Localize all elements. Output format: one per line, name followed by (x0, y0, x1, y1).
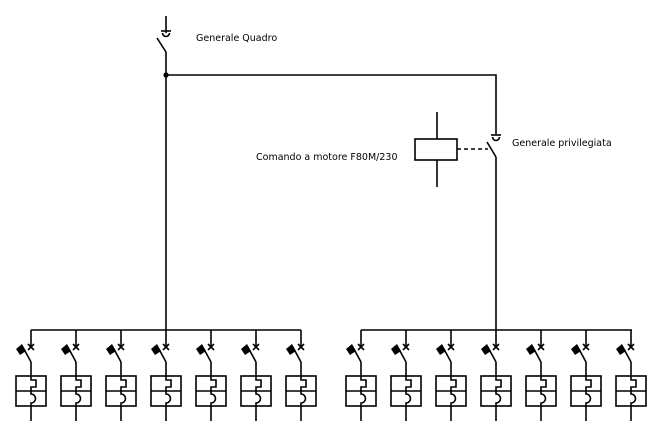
breaker-actuator-icon (571, 344, 581, 355)
breaker-actuator-icon (16, 344, 26, 355)
thermal-trip-icon (495, 376, 502, 391)
magnetic-trip-icon (255, 391, 262, 406)
main-switch-label: Generale Quadro (196, 33, 277, 44)
breaker-actuator-icon (616, 344, 626, 355)
breaker-x-mark-icon (492, 343, 500, 351)
magnetic-trip-icon (360, 391, 367, 406)
breaker-actuator-icon (286, 344, 296, 355)
breaker-blade (114, 350, 122, 363)
breaker (240, 330, 272, 421)
breaker-blade (489, 350, 497, 363)
relay-coil-icon (414, 138, 458, 161)
breaker-actuator-icon (196, 344, 206, 355)
breaker-x-mark-icon (207, 343, 215, 351)
main-switch-actuator-icon (161, 32, 171, 38)
breaker (345, 330, 377, 421)
breaker-actuator-icon (106, 344, 116, 355)
breaker-blade (24, 350, 32, 363)
breaker-actuator-icon (61, 344, 71, 355)
breaker-blade (399, 350, 407, 363)
breaker-actuator-icon (391, 344, 401, 355)
privileged-switch-blade (486, 141, 497, 158)
breaker (525, 330, 557, 421)
magnetic-trip-icon (30, 391, 37, 406)
breaker-blade (69, 350, 77, 363)
breaker (480, 330, 512, 421)
thermal-trip-icon (585, 376, 592, 391)
breaker (105, 330, 137, 421)
motor-operator-label: Comando a motore F80M/230 (256, 152, 398, 163)
breaker-blade (204, 350, 212, 363)
magnetic-trip-icon (450, 391, 457, 406)
thermal-trip-icon (630, 376, 637, 391)
breaker (60, 330, 92, 421)
privileged-switch: Generale privilegiata (486, 134, 612, 330)
breaker (570, 330, 602, 421)
breaker-x-mark-icon (627, 343, 635, 351)
privileged-switch-actuator-icon (491, 136, 501, 142)
breaker-x-mark-icon (252, 343, 260, 351)
breaker-actuator-icon (346, 344, 356, 355)
main-switch: Generale Quadro (156, 16, 277, 330)
breaker-actuator-icon (481, 344, 491, 355)
breaker (195, 330, 227, 421)
breaker-x-mark-icon (402, 343, 410, 351)
normal-bus-group (15, 330, 317, 421)
magnetic-trip-icon (540, 391, 547, 406)
magnetic-trip-icon (75, 391, 82, 406)
breaker (15, 330, 47, 421)
breaker-x-mark-icon (582, 343, 590, 351)
breaker (615, 330, 647, 421)
main-switch-blade (156, 37, 167, 53)
breaker-actuator-icon (436, 344, 446, 355)
privileged-switch-label: Generale privilegiata (512, 138, 612, 149)
thermal-trip-icon (540, 376, 547, 391)
magnetic-trip-icon (585, 391, 592, 406)
breaker-blade (534, 350, 542, 363)
breaker-blade (579, 350, 587, 363)
thermal-trip-icon (165, 376, 172, 391)
thermal-trip-icon (120, 376, 127, 391)
breaker-blade (249, 350, 257, 363)
thermal-trip-icon (405, 376, 412, 391)
thermal-trip-icon (300, 376, 307, 391)
breaker-blade (624, 350, 632, 363)
thermal-trip-icon (255, 376, 262, 391)
privileged-branch-line (166, 74, 497, 134)
breaker-groups (15, 330, 647, 421)
breaker (150, 330, 182, 421)
magnetic-trip-icon (495, 391, 502, 406)
breaker (435, 330, 467, 421)
breaker-actuator-icon (526, 344, 536, 355)
breaker-x-mark-icon (162, 343, 170, 351)
magnetic-trip-icon (165, 391, 172, 406)
breaker-blade (354, 350, 362, 363)
breaker-blade (294, 350, 302, 363)
breaker-x-mark-icon (447, 343, 455, 351)
thermal-trip-icon (30, 376, 37, 391)
breaker-x-mark-icon (537, 343, 545, 351)
magnetic-trip-icon (210, 391, 217, 406)
breaker-x-mark-icon (27, 343, 35, 351)
magnetic-trip-icon (630, 391, 637, 406)
breaker-blade (159, 350, 167, 363)
privileged-bus-group (345, 330, 647, 421)
breaker-actuator-icon (241, 344, 251, 355)
magnetic-trip-icon (300, 391, 307, 406)
magnetic-trip-icon (120, 391, 127, 406)
thermal-trip-icon (210, 376, 217, 391)
breaker-x-mark-icon (72, 343, 80, 351)
breaker-actuator-icon (151, 344, 161, 355)
breaker (285, 330, 317, 421)
breaker-x-mark-icon (297, 343, 305, 351)
thermal-trip-icon (75, 376, 82, 391)
breaker-x-mark-icon (357, 343, 365, 351)
breaker-blade (444, 350, 452, 363)
motor-operator: Comando a motore F80M/230 (256, 112, 488, 187)
thermal-trip-icon (450, 376, 457, 391)
breaker (390, 330, 422, 421)
thermal-trip-icon (360, 376, 367, 391)
magnetic-trip-icon (405, 391, 412, 406)
breaker-x-mark-icon (117, 343, 125, 351)
